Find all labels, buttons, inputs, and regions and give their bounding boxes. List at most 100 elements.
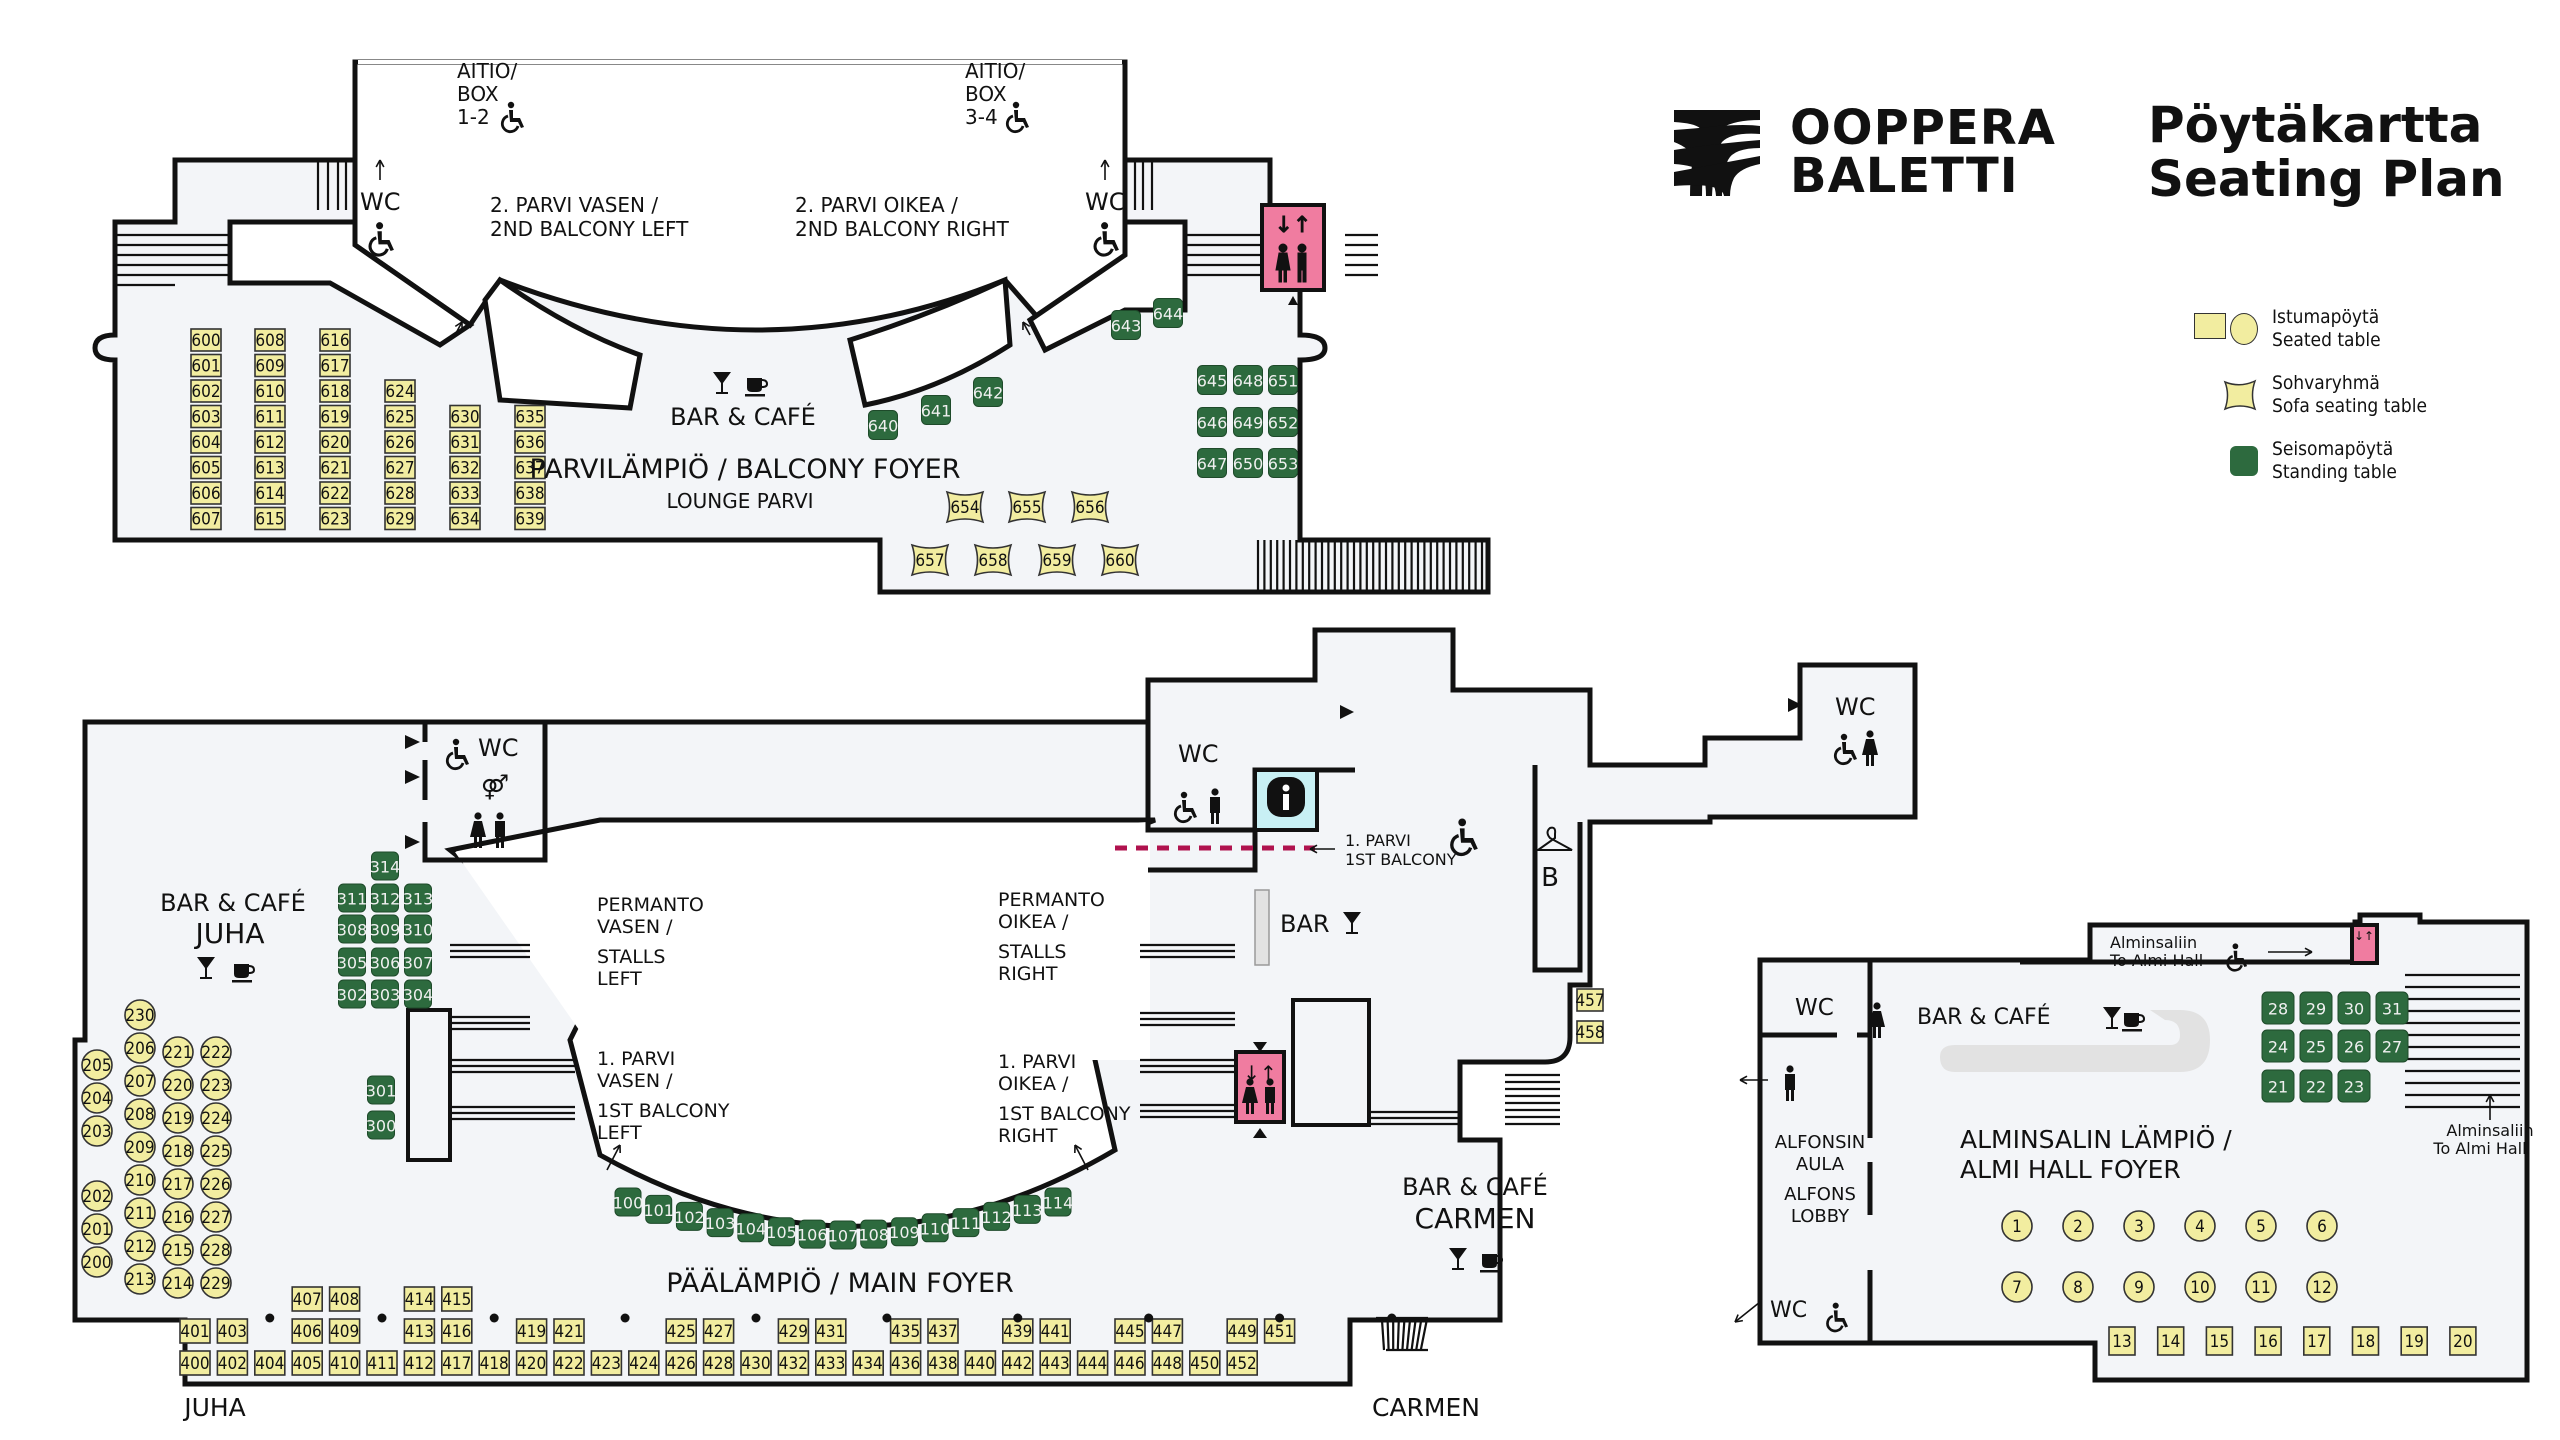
seated-table[interactable]: 618 — [319, 379, 351, 403]
seated-table[interactable]: 409 — [328, 1318, 361, 1344]
seated-table[interactable]: 15 — [2205, 1326, 2234, 1356]
seated-round-table[interactable]: 226 — [200, 1168, 232, 1200]
seated-round-table[interactable]: 211 — [124, 1197, 156, 1229]
seated-table[interactable]: 426 — [665, 1350, 698, 1376]
standing-table[interactable]: 313 — [403, 883, 434, 913]
standing-table[interactable]: 24 — [2261, 1029, 2295, 1063]
seated-round-table[interactable]: 12 — [2306, 1271, 2338, 1303]
seated-table[interactable]: 439 — [1001, 1318, 1034, 1344]
seated-table[interactable]: 421 — [553, 1318, 585, 1344]
seated-round-table[interactable]: 225 — [200, 1135, 232, 1167]
seated-table[interactable]: 604 — [190, 430, 222, 454]
seated-table[interactable]: 428 — [702, 1350, 735, 1376]
seated-table[interactable]: 19 — [2400, 1326, 2428, 1356]
seated-table[interactable]: 628 — [384, 481, 416, 505]
seated-round-table[interactable]: 229 — [200, 1267, 232, 1299]
standing-table[interactable]: 311 — [337, 883, 368, 913]
seated-table[interactable]: 627 — [384, 455, 416, 480]
sofa-table[interactable]: 654 — [945, 490, 985, 524]
seated-table[interactable]: 408 — [328, 1286, 361, 1312]
standing-table[interactable]: 100 — [613, 1187, 644, 1217]
seated-round-table[interactable]: 1 — [2001, 1210, 2033, 1242]
seated-table[interactable]: 446 — [1114, 1350, 1146, 1376]
seated-table[interactable]: 615 — [254, 506, 286, 531]
seated-round-table[interactable]: 8 — [2062, 1271, 2094, 1303]
seated-table[interactable]: 400 — [179, 1350, 211, 1376]
standing-table[interactable]: 306 — [370, 947, 401, 977]
seated-round-table[interactable]: 219 — [162, 1102, 194, 1134]
seated-round-table[interactable]: 228 — [200, 1234, 232, 1266]
seated-round-table[interactable]: 223 — [200, 1069, 232, 1101]
standing-table[interactable]: 641 — [921, 395, 952, 425]
seated-table[interactable]: 450 — [1189, 1350, 1221, 1376]
standing-table[interactable]: 309 — [370, 914, 401, 944]
seated-table[interactable]: 430 — [740, 1350, 772, 1376]
seated-table[interactable]: 616 — [319, 328, 351, 352]
seated-table[interactable]: 422 — [553, 1350, 585, 1376]
seated-table[interactable]: 633 — [449, 481, 481, 505]
seated-round-table[interactable]: 201 — [81, 1213, 113, 1245]
seated-table[interactable]: 13 — [2108, 1326, 2136, 1356]
standing-table[interactable]: 652 — [1268, 407, 1299, 437]
seated-table[interactable]: 631 — [449, 430, 481, 454]
standing-table[interactable]: 112 — [981, 1201, 1012, 1231]
standing-table[interactable]: 110 — [920, 1213, 951, 1243]
standing-table[interactable]: 103 — [705, 1208, 736, 1238]
standing-table[interactable]: 642 — [973, 377, 1004, 407]
standing-table[interactable]: 640 — [868, 410, 899, 440]
standing-table[interactable]: 29 — [2299, 991, 2333, 1025]
seated-table[interactable]: 445 — [1114, 1318, 1146, 1344]
seated-round-table[interactable]: 224 — [200, 1102, 232, 1134]
seated-table[interactable]: 418 — [478, 1350, 511, 1376]
seated-table[interactable]: 601 — [190, 353, 222, 378]
seated-table[interactable]: 458 — [1575, 1020, 1605, 1044]
standing-table[interactable]: 305 — [337, 947, 368, 977]
seated-round-table[interactable]: 214 — [162, 1267, 194, 1299]
seated-table[interactable]: 610 — [254, 379, 286, 403]
standing-table[interactable]: 27 — [2375, 1029, 2409, 1063]
seated-table[interactable]: 435 — [889, 1318, 922, 1344]
standing-table[interactable]: 650 — [1233, 448, 1264, 478]
seated-table[interactable]: 411 — [366, 1350, 398, 1376]
seated-table[interactable]: 438 — [927, 1350, 959, 1376]
sofa-table[interactable]: 655 — [1007, 490, 1047, 524]
seated-round-table[interactable]: 205 — [81, 1049, 113, 1081]
seated-round-table[interactable]: 11 — [2245, 1271, 2277, 1303]
seated-table[interactable]: 613 — [254, 455, 286, 480]
seated-table[interactable]: 417 — [440, 1350, 473, 1376]
sofa-table[interactable]: 658 — [973, 543, 1013, 577]
seated-table[interactable]: 611 — [254, 404, 286, 429]
seated-table[interactable]: 403 — [216, 1318, 249, 1344]
seated-table[interactable]: 606 — [190, 481, 222, 505]
seated-table[interactable]: 405 — [291, 1350, 324, 1376]
seated-round-table[interactable]: 206 — [124, 1032, 156, 1064]
standing-table[interactable]: 30 — [2337, 991, 2371, 1025]
standing-table[interactable]: 113 — [1012, 1194, 1043, 1224]
seated-table[interactable]: 619 — [319, 404, 351, 429]
seated-table[interactable]: 425 — [665, 1318, 698, 1344]
seated-table[interactable]: 424 — [627, 1350, 660, 1376]
seated-round-table[interactable]: 216 — [162, 1201, 194, 1233]
seated-table[interactable]: 603 — [190, 404, 222, 429]
seated-table[interactable]: 607 — [190, 506, 222, 531]
standing-table[interactable]: 25 — [2299, 1029, 2333, 1063]
standing-table[interactable]: 645 — [1197, 365, 1228, 395]
standing-table[interactable]: 646 — [1197, 407, 1228, 437]
seated-table[interactable]: 441 — [1039, 1318, 1071, 1344]
seated-table[interactable]: 16 — [2254, 1326, 2282, 1356]
seated-table[interactable]: 436 — [889, 1350, 922, 1376]
seated-table[interactable]: 423 — [590, 1350, 623, 1376]
sofa-table[interactable]: 657 — [910, 543, 950, 577]
seated-table[interactable]: 632 — [449, 455, 481, 480]
standing-table[interactable]: 643 — [1111, 310, 1142, 340]
seated-table[interactable]: 434 — [852, 1350, 885, 1376]
seated-table[interactable]: 416 — [440, 1318, 473, 1344]
seated-table[interactable]: 14 — [2156, 1326, 2185, 1356]
seated-table[interactable]: 449 — [1226, 1318, 1258, 1344]
seated-table[interactable]: 635 — [514, 404, 546, 429]
seated-table[interactable]: 629 — [384, 506, 416, 531]
seated-table[interactable]: 404 — [254, 1350, 286, 1376]
seated-table[interactable]: 602 — [190, 379, 222, 403]
seated-table[interactable]: 401 — [179, 1318, 211, 1344]
seated-table[interactable]: 612 — [254, 430, 286, 454]
